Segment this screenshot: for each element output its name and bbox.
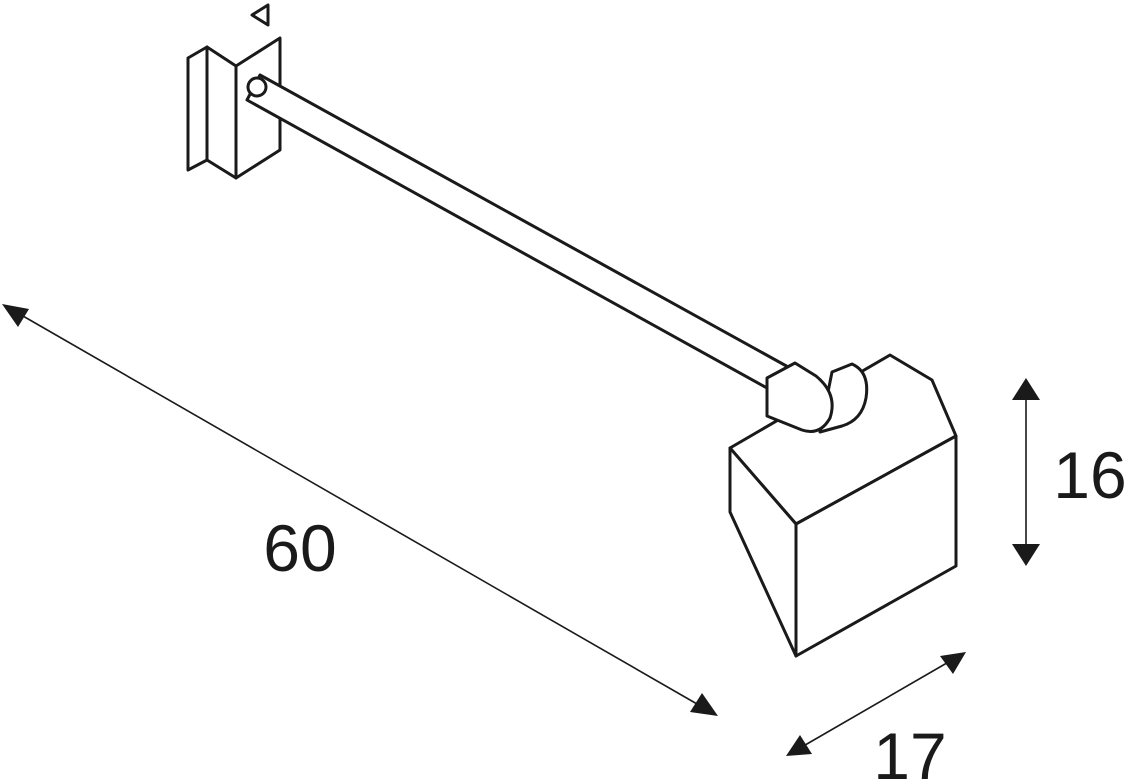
height-arrow-bottom [1012,544,1040,566]
length-dimension-line [15,311,705,709]
depth-arrow-left [786,735,812,756]
lamp-arm [245,73,792,395]
lamp-head [728,353,958,658]
bracket-front-plate [205,45,238,180]
head-side-face [728,446,798,658]
joint-connector [765,361,834,433]
arm-end-cap [246,76,268,98]
height-label: 16 [1053,438,1126,512]
length-arrow-start [2,304,29,327]
bracket-clip [250,3,270,27]
bracket-side-plate [186,45,209,172]
arm-tube [245,73,792,395]
dimension-length: 60 [2,304,718,716]
dimension-height: 16 [1012,378,1127,566]
depth-dimension-line [799,659,953,749]
height-arrow-top [1012,378,1040,400]
length-arrow-end [690,693,718,716]
dimension-depth: 17 [786,652,966,779]
length-label: 60 [263,511,336,585]
swivel-joint [765,361,869,434]
depth-label: 17 [873,719,946,779]
wall-bracket [186,3,282,180]
depth-arrow-right [940,652,966,674]
